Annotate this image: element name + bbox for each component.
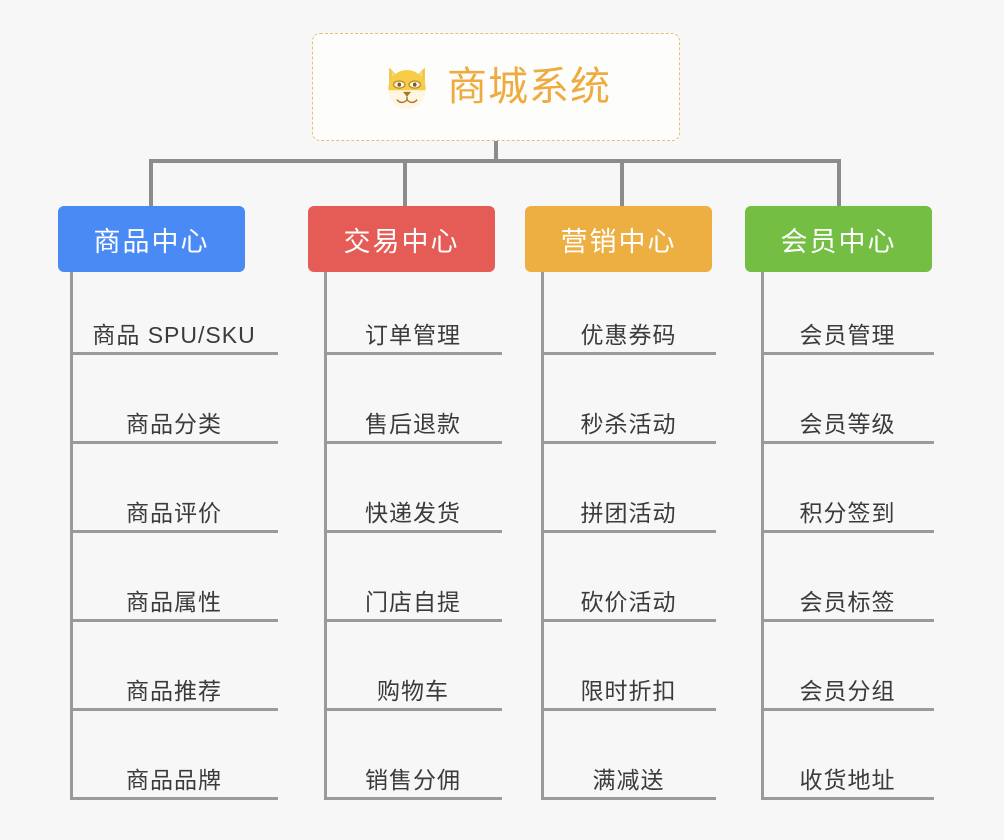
- category-header-0[interactable]: 商品中心: [58, 206, 245, 272]
- leaf-item[interactable]: 优惠券码: [541, 297, 716, 355]
- leaf-item[interactable]: 拼团活动: [541, 475, 716, 533]
- leaf-item-label: 秒杀活动: [580, 410, 677, 437]
- connector-drop-1: [149, 159, 153, 206]
- leaf-item-label: 销售分佣: [365, 766, 461, 793]
- leaf-item[interactable]: 商品推荐: [70, 653, 278, 711]
- column-spine: [70, 272, 73, 800]
- category-header-label: 会员中心: [780, 226, 897, 257]
- leaf-item[interactable]: 商品分类: [70, 386, 278, 444]
- leaf-item-label: 商品品牌: [126, 766, 222, 793]
- leaf-item-label: 商品 SPU/SKU: [92, 321, 256, 348]
- category-header-label: 交易中心: [343, 226, 460, 257]
- leaf-item[interactable]: 商品评价: [70, 475, 278, 533]
- leaf-item[interactable]: 会员标签: [761, 564, 934, 622]
- category-header-2[interactable]: 营销中心: [525, 206, 712, 272]
- connector-horizontal-bus: [149, 159, 841, 163]
- leaf-item[interactable]: 商品属性: [70, 564, 278, 622]
- leaf-item[interactable]: 秒杀活动: [541, 386, 716, 444]
- leaf-item[interactable]: 会员等级: [761, 386, 934, 444]
- leaf-item[interactable]: 积分签到: [761, 475, 934, 533]
- leaf-item-label: 收货地址: [799, 766, 896, 793]
- leaf-item[interactable]: 销售分佣: [324, 742, 502, 800]
- category-header-label: 商品中心: [93, 226, 210, 257]
- leaf-item-label: 门店自提: [365, 588, 461, 615]
- leaf-item-label: 快递发货: [365, 499, 461, 526]
- leaf-item-label: 会员分组: [799, 677, 896, 704]
- leaf-item[interactable]: 购物车: [324, 653, 502, 711]
- leaf-item-label: 砍价活动: [580, 588, 677, 615]
- leaf-item-label: 限时折扣: [580, 677, 677, 704]
- leaf-item-label: 商品推荐: [126, 677, 222, 704]
- leaf-item-label: 满减送: [592, 766, 665, 793]
- leaf-item-label: 会员标签: [799, 588, 896, 615]
- leaf-item[interactable]: 快递发货: [324, 475, 502, 533]
- leaf-item[interactable]: 会员管理: [761, 297, 934, 355]
- category-header-label: 营销中心: [560, 226, 677, 257]
- connector-drop-3: [620, 159, 624, 206]
- category-header-3[interactable]: 会员中心: [745, 206, 932, 272]
- column-spine: [324, 272, 327, 800]
- leaf-item[interactable]: 限时折扣: [541, 653, 716, 711]
- leaf-item[interactable]: 订单管理: [324, 297, 502, 355]
- leaf-item[interactable]: 门店自提: [324, 564, 502, 622]
- leaf-item[interactable]: 售后退款: [324, 386, 502, 444]
- leaf-item[interactable]: 商品品牌: [70, 742, 278, 800]
- shiba-dog-face-icon: [388, 67, 426, 109]
- leaf-item[interactable]: 满减送: [541, 742, 716, 800]
- connector-root-stem: [494, 141, 498, 162]
- leaf-item-label: 商品属性: [126, 588, 222, 615]
- leaf-item[interactable]: 砍价活动: [541, 564, 716, 622]
- connector-drop-2: [403, 159, 407, 206]
- leaf-item-label: 会员等级: [799, 410, 896, 437]
- leaf-item-label: 商品评价: [126, 499, 222, 526]
- column-spine: [541, 272, 544, 800]
- leaf-item-label: 会员管理: [799, 321, 896, 348]
- root-title: 商城系统: [447, 65, 611, 109]
- root-node[interactable]: 商城系统: [312, 33, 680, 141]
- leaf-item[interactable]: 收货地址: [761, 742, 934, 800]
- leaf-item-label: 订单管理: [365, 321, 461, 348]
- column-spine: [761, 272, 764, 800]
- leaf-item-label: 购物车: [377, 677, 449, 704]
- connector-drop-4: [837, 159, 841, 206]
- leaf-item-label: 积分签到: [799, 499, 896, 526]
- leaf-item[interactable]: 会员分组: [761, 653, 934, 711]
- leaf-item-label: 商品分类: [126, 410, 222, 437]
- leaf-item[interactable]: 商品 SPU/SKU: [70, 297, 278, 355]
- category-header-1[interactable]: 交易中心: [308, 206, 495, 272]
- leaf-item-label: 售后退款: [365, 410, 461, 437]
- leaf-item-label: 拼团活动: [580, 499, 677, 526]
- leaf-item-label: 优惠券码: [580, 321, 677, 348]
